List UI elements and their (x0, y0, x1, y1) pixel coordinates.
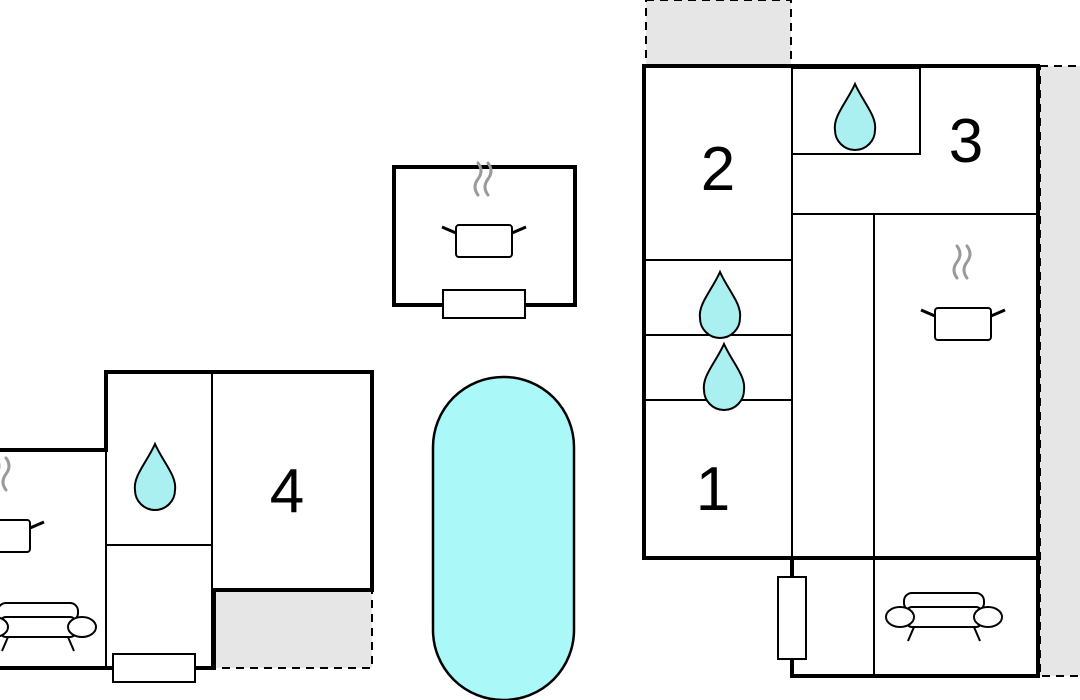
bathroom-drop-icon (833, 83, 877, 151)
room-number-4: 4 (270, 457, 304, 526)
kitchen-pot-icon (440, 161, 528, 259)
bathroom-drop-icon (133, 443, 177, 511)
room-number-3: 3 (949, 107, 983, 176)
room-number-2: 2 (701, 135, 735, 204)
window-icon (777, 576, 807, 660)
sofa-icon (885, 592, 1003, 642)
bathroom-drop-icon (702, 343, 746, 411)
kitchen-pot-icon (0, 456, 46, 554)
window-icon (112, 653, 196, 683)
right-terrace (1039, 65, 1080, 677)
left-terrace (213, 589, 373, 669)
left-building: 4 (0, 370, 374, 683)
right-building: 2 3 1 (642, 0, 1080, 678)
bathroom-drop-icon (698, 271, 742, 339)
window-icon (442, 289, 526, 319)
right-building-upper-walls (642, 64, 1040, 560)
middle-kitchen (392, 161, 577, 319)
room-3-bath-box (791, 67, 921, 155)
pool-icon (431, 375, 576, 700)
top-terrace (645, 0, 792, 67)
left-building-walls (0, 370, 374, 670)
kitchen-pot-icon (919, 244, 1007, 342)
sofa-icon (0, 602, 97, 652)
room-number-1: 1 (696, 455, 730, 524)
